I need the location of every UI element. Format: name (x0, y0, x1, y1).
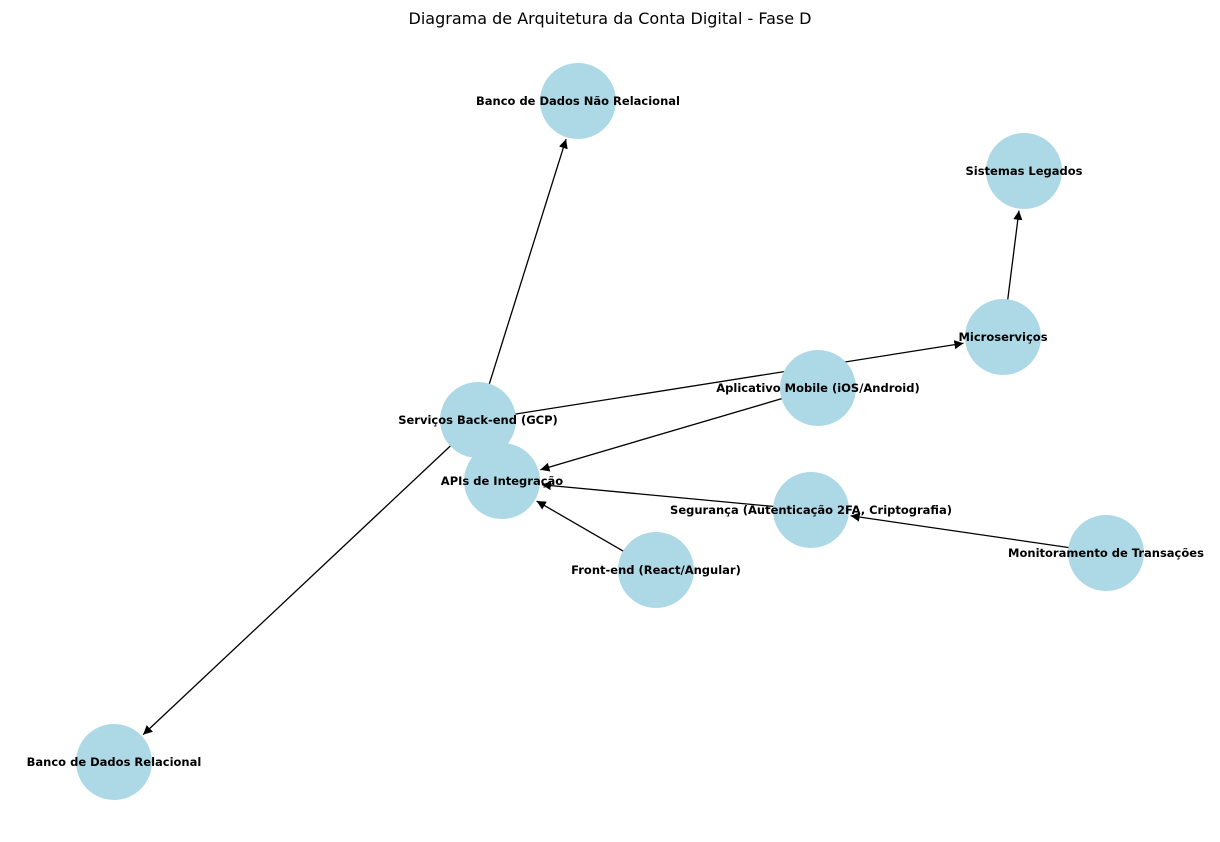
node-circle (464, 443, 540, 519)
edge-monitor-to-security (850, 512, 1107, 554)
node-circle (773, 472, 849, 548)
node-label-nosql: Banco de Dados Não Relacional (476, 94, 680, 108)
node-label-micro: Microserviços (958, 330, 1047, 344)
node-sql (76, 724, 152, 800)
node-circle (76, 724, 152, 800)
node-label-security: Segurança (Autenticação 2FA, Criptografi… (670, 503, 952, 517)
node-circle (780, 350, 856, 426)
node-legacy (986, 133, 1062, 209)
node-circle (440, 382, 516, 458)
node-circle (986, 133, 1062, 209)
node-label-apis: APIs de Integração (441, 474, 563, 488)
node-mobile (780, 350, 856, 426)
node-label-backend: Serviços Back-end (GCP) (398, 413, 558, 427)
node-label-monitor: Monitoramento de Transações (1008, 546, 1204, 560)
diagram-title: Diagrama de Arquitetura da Conta Digital… (409, 9, 812, 28)
edge-security-to-apis (541, 481, 812, 511)
node-circle (618, 532, 694, 608)
node-micro (965, 299, 1041, 375)
edge-mobile-to-apis (540, 387, 819, 472)
node-monitor (1068, 515, 1144, 591)
node-security (773, 472, 849, 548)
node-label-mobile: Aplicativo Mobile (iOS/Android) (716, 381, 919, 395)
node-label-frontend: Front-end (React/Angular) (571, 563, 741, 577)
edge-backend-to-micro (477, 340, 964, 421)
node-nosql (540, 63, 616, 139)
node-frontend (618, 532, 694, 608)
edge-backend-to-sql (142, 419, 479, 736)
node-circle (965, 299, 1041, 375)
node-circle (1068, 515, 1144, 591)
node-label-sql: Banco de Dados Relacional (27, 755, 202, 769)
edge-backend-to-nosql (477, 138, 568, 421)
node-apis (464, 443, 540, 519)
node-label-legacy: Sistemas Legados (965, 164, 1082, 178)
node-circle (540, 63, 616, 139)
edges-layer (142, 138, 1107, 736)
node-backend (440, 382, 516, 458)
